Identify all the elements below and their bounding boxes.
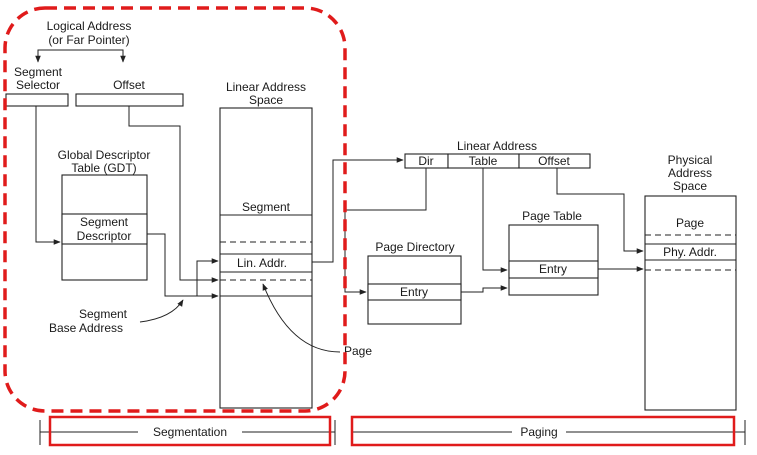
segmentation-label: Segmentation bbox=[153, 425, 227, 439]
paging-label: Paging bbox=[520, 425, 557, 439]
table-field-label: Table bbox=[469, 154, 498, 168]
far-pointer-label: (or Far Pointer) bbox=[48, 33, 129, 47]
page-directory-entry-label: Entry bbox=[400, 285, 428, 299]
dir-field-label: Dir bbox=[418, 154, 433, 168]
offset-to-phy-addr-arrow bbox=[556, 168, 644, 254]
segment-selector-label-line2: Selector bbox=[16, 78, 60, 92]
segment-descriptor-label-line1: Segment bbox=[80, 215, 129, 229]
linear-address-label: Linear Address bbox=[457, 139, 537, 153]
lin-addr-label: Lin. Addr. bbox=[237, 256, 287, 270]
phy-addr-label: Phy. Addr. bbox=[663, 245, 717, 259]
page-table-label: Page Table bbox=[522, 209, 582, 223]
physical-page-label: Page bbox=[676, 216, 704, 230]
linear-space-label-line1: Linear Address bbox=[226, 80, 306, 94]
physical-space-label-line2: Address bbox=[668, 166, 712, 180]
segmentation-highlight-box bbox=[48, 415, 332, 447]
page-callout-label: Page bbox=[344, 344, 372, 358]
selector-to-descriptor-arrow bbox=[35, 106, 61, 245]
page-table-box bbox=[508, 224, 599, 296]
descriptor-to-segment-base-arrow bbox=[147, 233, 219, 299]
logical-address-fork bbox=[35, 49, 126, 63]
physical-space-label-line3: Space bbox=[673, 179, 707, 193]
linear-space-label-line2: Space bbox=[249, 93, 283, 107]
offset-box bbox=[75, 93, 184, 107]
segment-base-callout-arrow bbox=[139, 299, 184, 323]
logical-address-label: Logical Address bbox=[47, 19, 132, 33]
offset-field bbox=[518, 153, 591, 169]
segment-region-label: Segment bbox=[242, 200, 291, 214]
page-callout-arrow bbox=[262, 283, 341, 353]
segment-base-label-line2: Base Address bbox=[49, 321, 123, 335]
linear-address-space-box bbox=[219, 107, 313, 409]
dir-entry-to-page-table-arrow bbox=[461, 285, 508, 293]
lin-addr-to-linear-address-arrow bbox=[312, 157, 404, 263]
gdt-label-line2: Table (GDT) bbox=[71, 161, 136, 175]
segment-selector-label-line1: Segment bbox=[14, 65, 63, 79]
table-to-page-table-arrow bbox=[482, 168, 508, 273]
page-table-entry-label: Entry bbox=[539, 262, 567, 276]
segment-descriptor-label-line2: Descriptor bbox=[77, 229, 132, 243]
segment-descriptor-entry bbox=[61, 213, 148, 245]
segment-base-label-line1: Segment bbox=[79, 307, 128, 321]
offset-field-label: Offset bbox=[538, 154, 570, 168]
physical-address-space-box bbox=[644, 195, 737, 411]
lin-addr-entry-arrow bbox=[196, 258, 219, 296]
offset-to-lin-addr-arrow bbox=[128, 106, 219, 283]
segmentation-highlight-region bbox=[3, 6, 347, 413]
offset-label: Offset bbox=[113, 78, 145, 92]
paging-highlight-box bbox=[350, 415, 736, 447]
gdt-label-line1: Global Descriptor bbox=[58, 148, 151, 162]
page-directory-label: Page Directory bbox=[375, 240, 454, 254]
segment-selector-box bbox=[5, 93, 69, 107]
physical-space-label-line1: Physical bbox=[668, 153, 713, 167]
